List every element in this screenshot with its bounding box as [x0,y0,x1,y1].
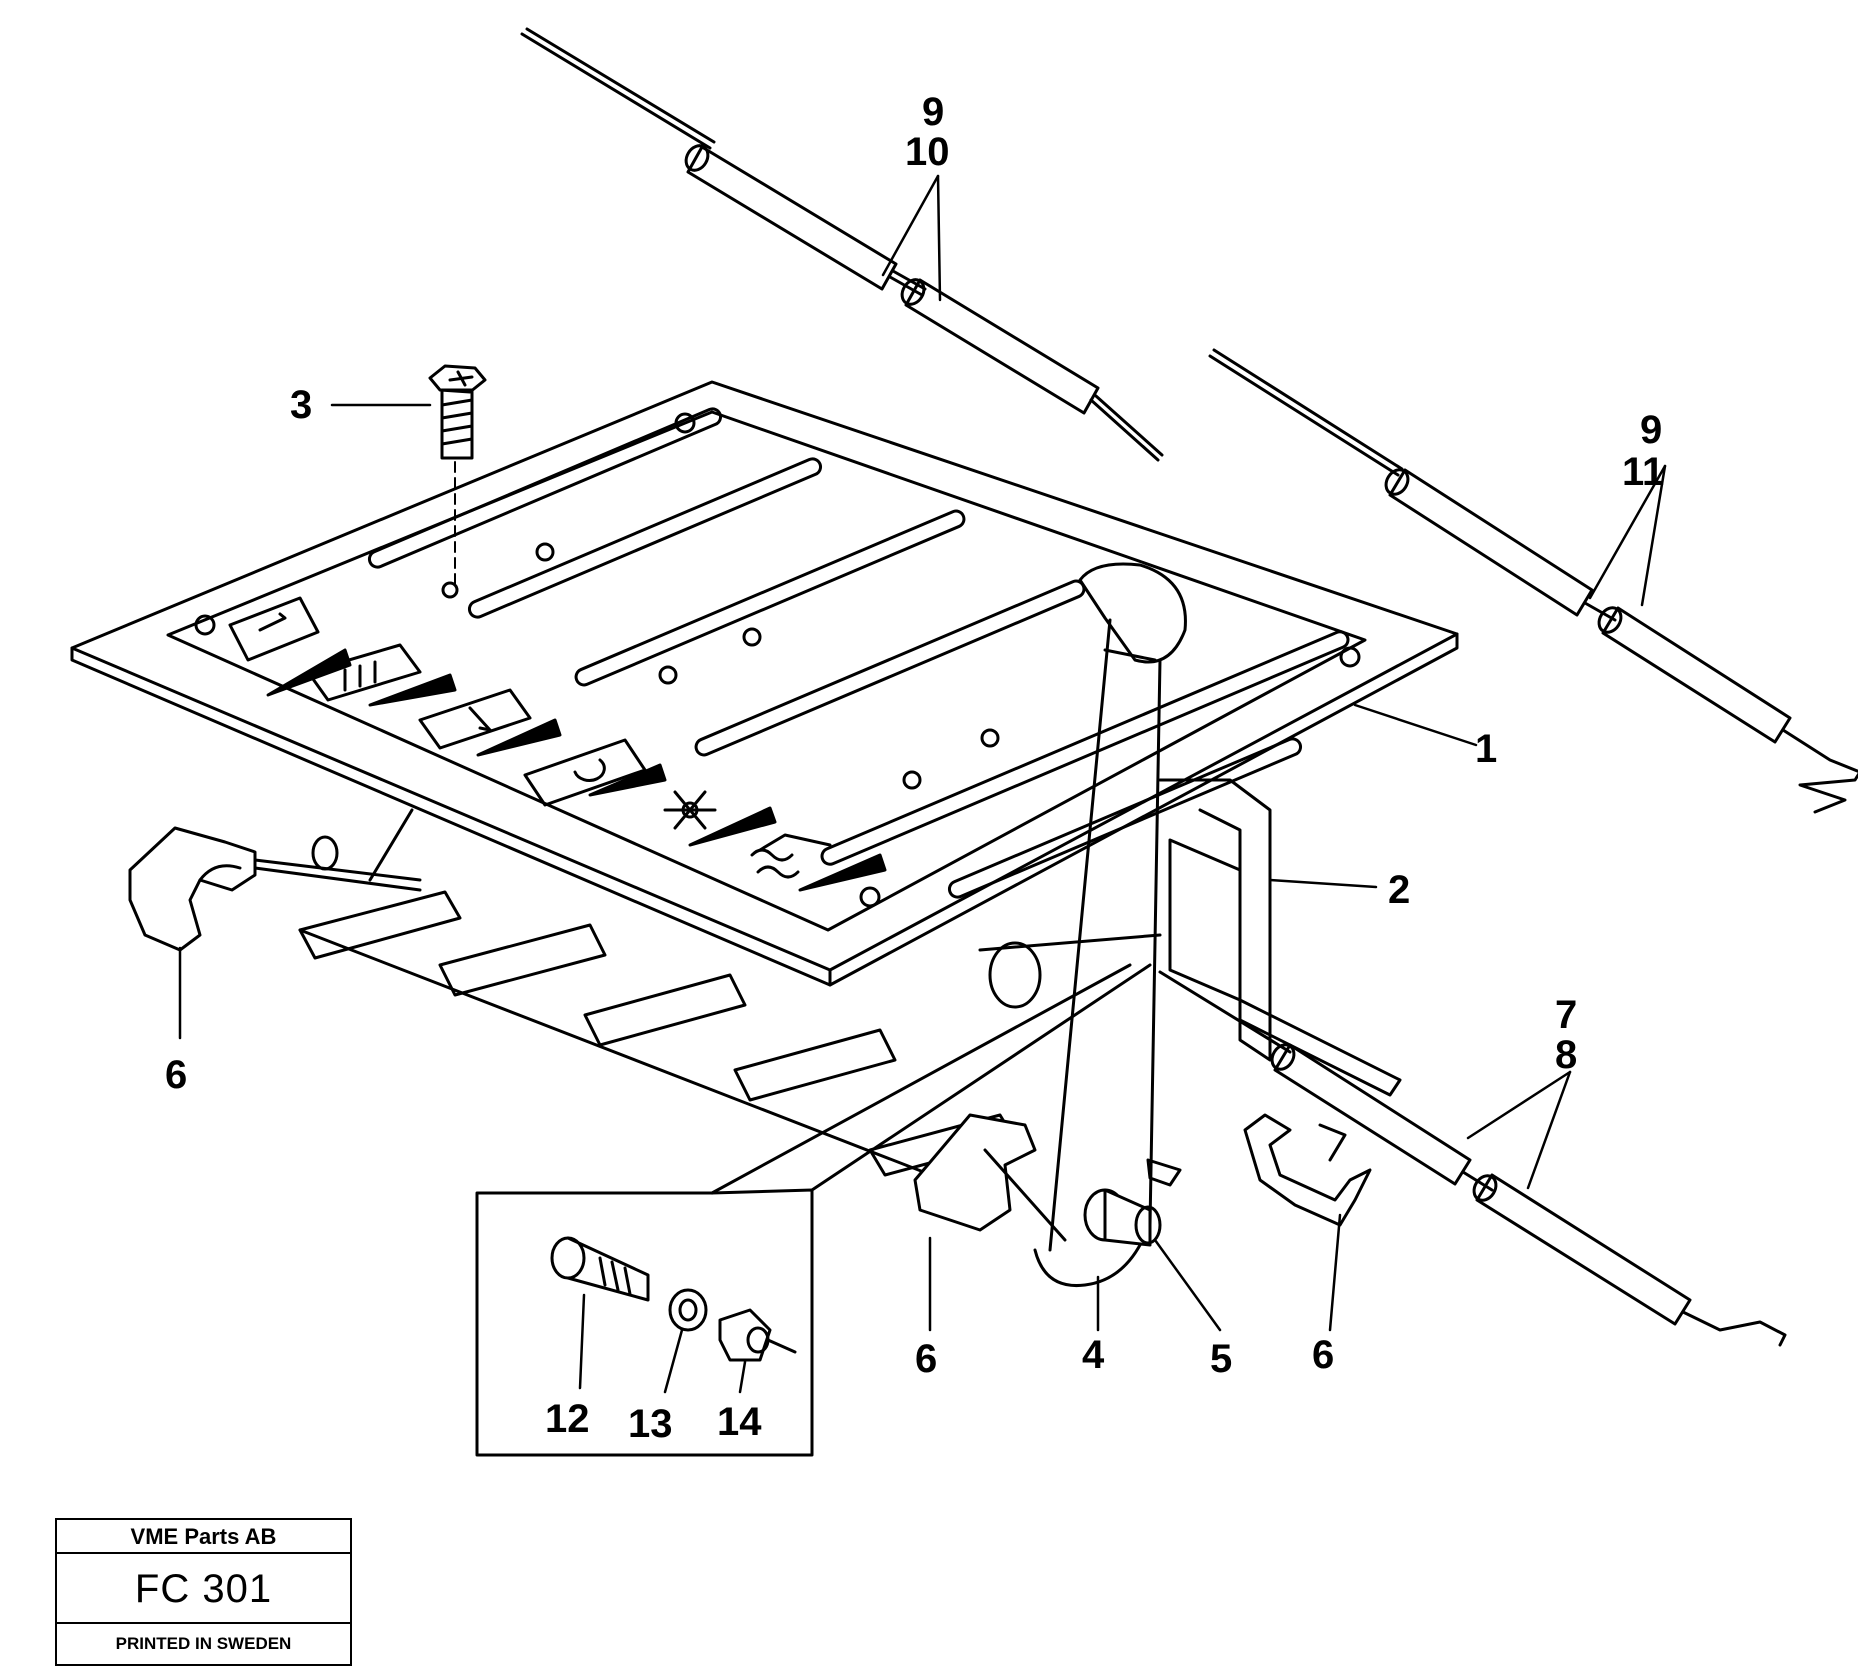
callout-13: 13 [628,1402,673,1446]
cable-clip-center [913,1113,1067,1242]
printed-note: PRINTED IN SWEDEN [115,1634,292,1653]
callout-12: 12 [545,1397,590,1441]
lever-assembly [1033,562,1187,1288]
callout-6-left: 6 [165,1053,187,1097]
callout-4: 4 [1082,1333,1105,1377]
callout-labels: 1 2 3 4 5 6 6 6 7 8 9 10 9 11 12 13 14 [165,90,1664,1446]
air-flaps [298,808,1017,1192]
callout-10: 10 [905,130,950,174]
detail-inset [475,963,1152,1457]
bracket [978,778,1402,1097]
title-block: VME Parts AB FC 301 PRINTED IN SWEDEN [55,1518,352,1666]
panel-symbols [228,596,887,892]
callout-5: 5 [1210,1337,1232,1381]
company-name: VME Parts AB [57,1520,350,1554]
callout-11: 11 [1622,450,1664,494]
callout-3: 3 [290,383,312,427]
control-cable-upper [520,27,1164,462]
callout-8: 8 [1555,1033,1577,1077]
callout-7: 7 [1555,993,1577,1037]
snowflake-icon [663,790,717,830]
callout-1: 1 [1475,727,1497,771]
callout-9-upper: 9 [922,90,944,134]
callout-6-center: 6 [915,1337,937,1381]
figure-code: FC 301 [57,1554,350,1624]
screw [428,364,487,589]
callout-14: 14 [717,1400,762,1444]
callout-6-right: 6 [1312,1333,1334,1377]
control-panel-plate [70,380,1459,987]
control-cable-right [1208,348,1858,814]
callout-2: 2 [1388,868,1410,912]
leader-lines [178,174,1667,1394]
callout-9-right: 9 [1640,408,1662,452]
cable-clip-right [1243,1113,1372,1227]
cable-clip-left [128,826,422,952]
